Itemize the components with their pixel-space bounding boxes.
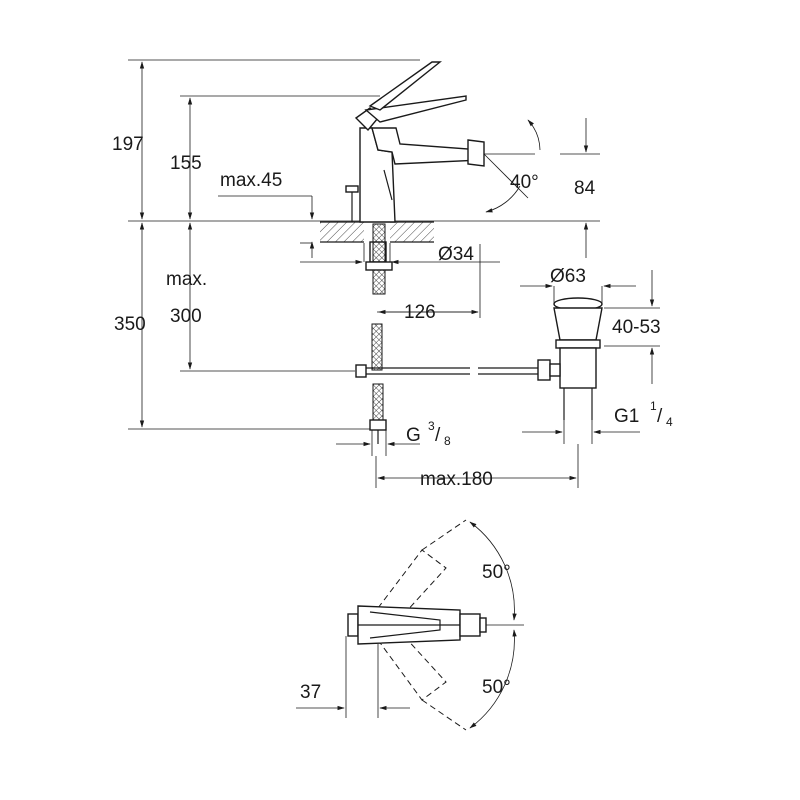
dimension-max180: max.180: [375, 444, 579, 490]
label-197: 197: [112, 134, 144, 155]
label-g1-num: 1: [650, 399, 657, 413]
label-g1-den: 4: [666, 415, 673, 429]
label-40deg: 40°: [510, 172, 539, 193]
label-g1: G1: [614, 406, 639, 427]
label-37: 37: [300, 682, 321, 703]
dimension-350: 350: [114, 222, 146, 428]
dimension-40-53: 40-53: [604, 270, 661, 384]
label-84: 84: [574, 178, 596, 199]
label-d34: Ø34: [438, 244, 474, 265]
dimension-max45: max.45: [218, 170, 315, 258]
dimension-g1-1-4: G1 1 / 4: [522, 399, 673, 444]
dimension-37: 37: [296, 636, 410, 718]
label-40-53: 40-53: [612, 317, 661, 338]
label-155: 155: [170, 153, 202, 174]
dimension-197: 197: [112, 61, 145, 220]
svg-text:/: /: [435, 425, 441, 446]
popup-rod: [355, 364, 540, 378]
angle-50-bottom: 50°: [469, 629, 517, 729]
dimension-155: 155: [170, 97, 202, 220]
side-view: 197 155 350 max. 300 max.45: [112, 59, 673, 490]
label-max180: max.180: [420, 469, 493, 490]
label-g-num: 3: [428, 419, 435, 433]
label-d63: Ø63: [550, 266, 586, 287]
dimension-126: 126: [377, 244, 481, 323]
dimension-84: 84: [560, 118, 600, 258]
label-126: 126: [404, 302, 436, 323]
spray-angle: 40°: [483, 119, 541, 213]
dimension-g-3-8: G 3 / 8: [336, 419, 451, 456]
label-300: 300: [170, 306, 202, 327]
label-g-den: 8: [444, 434, 451, 448]
dimension-d34: Ø34: [300, 243, 500, 265]
shank-hoses: [365, 223, 393, 444]
ghost-lever-bottom: [377, 635, 467, 731]
label-max45: max.45: [220, 170, 282, 191]
lever-body: [347, 605, 487, 645]
label-50-bottom: 50°: [482, 677, 511, 698]
label-350: 350: [114, 314, 146, 335]
ghost-lever-top: [377, 519, 467, 615]
faucet-body: [345, 61, 485, 223]
top-view: 50° 50° 37: [296, 519, 524, 731]
dimension-d63: Ø63: [520, 266, 636, 304]
countertop-section: [320, 221, 434, 243]
waste-assembly: [537, 297, 603, 420]
label-max: max.: [166, 269, 207, 290]
label-50-top: 50°: [482, 562, 511, 583]
dimension-300: max. 300: [166, 222, 207, 370]
svg-text:/: /: [657, 406, 663, 427]
angle-50-top: 50°: [469, 521, 517, 621]
label-g: G: [406, 425, 421, 446]
